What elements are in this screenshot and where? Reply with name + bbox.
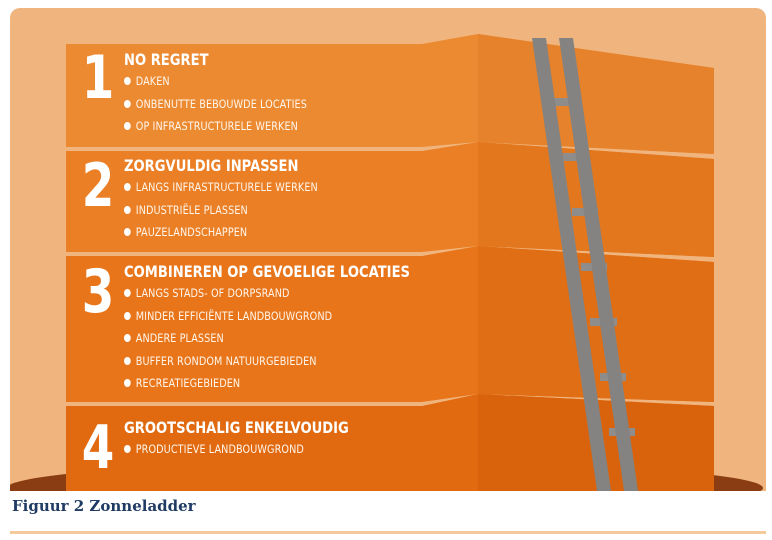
bullet-dot-icon (124, 228, 131, 237)
tier-title: COMBINEREN OP GEVOELIGE LOCATIES (124, 262, 410, 281)
tier-number: 1 (81, 43, 115, 113)
list-item: BUFFER RONDOM NATUURGEBIEDEN (124, 350, 417, 373)
bullet-dot-icon (124, 379, 131, 388)
bullet-dot-icon (124, 311, 131, 320)
list-item: MINDER EFFICIËNTE LANDBOUWGROND (124, 305, 417, 328)
bullet-dot-icon (124, 205, 131, 214)
ladder (532, 38, 638, 491)
bullet-dot-icon (124, 77, 131, 86)
bullet-dot-icon (124, 183, 131, 192)
bullet-dot-icon (124, 356, 131, 365)
bullet-dot-icon (124, 99, 131, 108)
list-item: RECREATIEGEBIEDEN (124, 372, 417, 395)
tier-text-block: NO REGRET DAKEN ONBENUTTE BEBOUWDE LOCAT… (124, 50, 342, 138)
list-item: ANDERE PLASSEN (124, 327, 417, 350)
tier-text-block: ZORGVULDIG INPASSEN LANGS INFRASTRUCTURE… (124, 156, 355, 244)
bullet-dot-icon (124, 122, 131, 131)
ladder-rail-left (532, 38, 611, 491)
list-item: LANGS STADS- OF DORPSRAND (124, 282, 417, 305)
list-item: ONBENUTTE BEBOUWDE LOCATIES (124, 93, 307, 116)
tier-items: DAKEN ONBENUTTE BEBOUWDE LOCATIES OP INF… (124, 70, 307, 138)
tier-number: 3 (81, 257, 115, 327)
list-item: DAKEN (124, 70, 307, 93)
tier-title: ZORGVULDIG INPASSEN (124, 156, 299, 175)
list-item: OP INFRASTRUCTURELE WERKEN (124, 115, 307, 138)
solar-ladder-illustration (10, 34, 763, 491)
tier-items: LANGS INFRASTRUCTURELE WERKEN INDUSTRIËL… (124, 176, 318, 244)
tier-items: PRODUCTIEVE LANDBOUWGROND (124, 438, 354, 461)
list-item: PRODUCTIEVE LANDBOUWGROND (124, 438, 354, 461)
figure-panel: 1 NO REGRET DAKEN ONBENUTTE BEBOUWDE LOC… (10, 8, 766, 491)
figure-caption: Figuur 2 Zonneladder (12, 497, 196, 515)
tier-number: 2 (81, 151, 115, 221)
ladder-rung (554, 98, 579, 106)
ladder-rail-right (559, 38, 638, 491)
caption-bar: Figuur 2 Zonneladder (10, 491, 766, 534)
tier-number: 4 (81, 413, 115, 483)
bullet-dot-icon (124, 334, 131, 343)
tier-1-side (478, 34, 714, 154)
tier-title: GROOTSCHALIG ENKELVOUDIG (124, 418, 349, 437)
tier-items: LANGS STADS- OF DORPSRAND MINDER EFFICIË… (124, 282, 417, 395)
list-item: INDUSTRIËLE PLASSEN (124, 199, 318, 222)
ladder-rung (563, 153, 589, 161)
tier-title: NO REGRET (124, 50, 209, 69)
bullet-dot-icon (124, 445, 131, 454)
tier-text-block: COMBINEREN OP GEVOELIGE LOCATIES LANGS S… (124, 262, 473, 395)
tier-text-block: GROOTSCHALIG ENKELVOUDIG PRODUCTIEVE LAN… (124, 418, 398, 461)
list-item: LANGS INFRASTRUCTURELE WERKEN (124, 176, 318, 199)
bullet-dot-icon (124, 289, 131, 298)
list-item: PAUZELANDSCHAPPEN (124, 221, 318, 244)
